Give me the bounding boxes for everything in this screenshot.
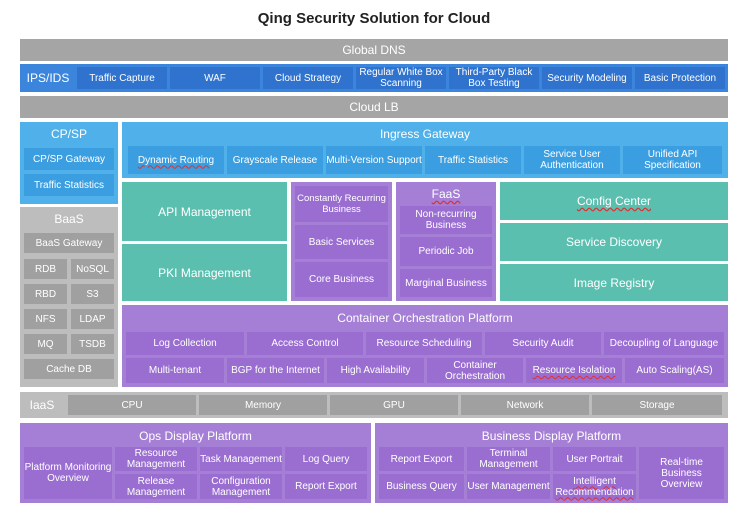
ops-task-management: Task Management [200,447,282,471]
business-user-management: User Management [467,474,550,499]
ops-log-query: Log Query [285,447,367,471]
baas-rdb: RDB [24,259,67,279]
iaas-network: Network [461,395,589,415]
container-bgp-internet: BGP for the Internet [227,358,324,383]
service-constantly-recurring: Constantly Recurring Business [295,186,388,222]
ips-item-security-modeling: Security Modeling [542,67,632,89]
cpsp-traffic-statistics: Traffic Statistics [24,174,114,196]
ops-resource-management: Resource Management [115,447,197,471]
container-resource-scheduling: Resource Scheduling [366,332,482,355]
ops-configuration-management: Configuration Management [200,474,282,499]
ips-item-cloud-strategy: Cloud Strategy [263,67,353,89]
baas-nfs: NFS [24,309,67,329]
business-display-panel: Business Display Platform Report Export … [375,423,728,503]
container-decoupling-language: Decoupling of Language [604,332,724,355]
ingress-title: Ingress Gateway [379,127,471,141]
image-registry-box: Image Registry [500,264,728,301]
faas-title: FaaS [396,186,496,202]
api-management-box: API Management [122,182,287,241]
ips-item-white-box: Regular White Box Scanning [356,67,446,89]
container-security-audit: Security Audit [485,332,601,355]
faas-non-recurring: Non-recurring Business [400,206,492,234]
baas-gateway: BaaS Gateway [24,233,114,253]
cloud-lb-bar: Cloud LB [20,96,728,118]
faas-title-label: FaaS [431,187,461,201]
ips-item-traffic-capture: Traffic Capture [77,67,167,89]
iaas-memory: Memory [199,395,327,415]
pki-management-box: PKI Management [122,244,287,301]
faas-marginal-business: Marginal Business [400,269,492,297]
baas-rbd: RBD [24,284,67,304]
ips-ids-row: IPS/IDS Traffic Capture WAF Cloud Strate… [20,64,728,92]
baas-cache-db: Cache DB [24,359,114,379]
ingress-item-dynamic-routing-label: Dynamic Routing [137,154,215,166]
ops-title: Ops Display Platform [139,429,252,443]
business-terminal-management: Terminal Management [467,447,550,471]
iaas-storage: Storage [592,395,722,415]
iaas-row: IaaS CPU Memory GPU Network Storage [20,392,728,418]
cpsp-panel: CP/SP CP/SP Gateway Traffic Statistics [20,122,118,204]
ops-release-management: Release Management [115,474,197,499]
container-resource-isolation-label: Resource Isolation [532,365,616,376]
ingress-item-grayscale-release: Grayscale Release [227,146,323,174]
baas-ldap: LDAP [71,309,114,329]
ips-item-black-box: Third-Party Black Box Testing [449,67,539,89]
ingress-item-dynamic-routing: Dynamic Routing [128,146,224,174]
business-realtime-overview: Real-time Business Overview [639,447,724,499]
ips-item-basic-protection: Basic Protection [635,67,725,89]
diagram-title: Qing Security Solution for Cloud [257,10,491,27]
ingress-gateway-panel: Ingress Gateway Dynamic Routing Grayscal… [122,122,728,178]
business-intelligent-recommendation: Intelligent Recommendation [553,474,636,499]
ops-display-panel: Ops Display Platform Platform Monitoring… [20,423,371,503]
container-resource-isolation: Resource Isolation [526,358,622,383]
baas-title: BaaS [54,212,84,226]
baas-tsdb: TSDB [71,334,114,354]
config-center-label: Config Center [576,194,652,208]
business-report-export: Report Export [379,447,464,471]
ops-platform-monitoring-overview: Platform Monitoring Overview [24,447,112,499]
container-orchestration: Container Orchestration [427,358,523,383]
container-auto-scaling: Auto Scaling(AS) [625,358,724,383]
services-panel: Constantly Recurring Business Basic Serv… [291,182,392,301]
ingress-item-service-user-auth: Service User Authentication [524,146,620,174]
container-high-availability: High Availability [327,358,424,383]
baas-nosql: NoSQL [71,259,114,279]
ips-item-waf: WAF [170,67,260,89]
container-multi-tenant: Multi-tenant [126,358,224,383]
iaas-gpu: GPU [330,395,458,415]
business-query: Business Query [379,474,464,499]
ips-ids-label: IPS/IDS [26,71,70,85]
iaas-cpu: CPU [68,395,196,415]
config-center-box: Config Center [500,182,728,220]
baas-panel: BaaS BaaS Gateway RDB NoSQL RBD S3 NFS L… [20,207,118,387]
service-core-business: Core Business [295,262,388,297]
cpsp-title: CP/SP [50,127,87,141]
iaas-label: IaaS [29,398,55,412]
service-basic-services: Basic Services [295,225,388,259]
faas-periodic-job: Periodic Job [400,237,492,266]
faas-panel: FaaS Non-recurring Business Periodic Job… [396,182,496,301]
ingress-item-unified-api: Unified API Specification [623,146,722,174]
cpsp-gateway: CP/SP Gateway [24,148,114,170]
ingress-item-traffic-statistics: Traffic Statistics [425,146,521,174]
container-access-control: Access Control [247,332,363,355]
business-user-portrait: User Portrait [553,447,636,471]
business-intelligent-recommendation-label: Intelligent Recommendation [555,475,634,498]
service-discovery-box: Service Discovery [500,223,728,261]
container-title: Container Orchestration Platform [337,311,513,325]
baas-s3: S3 [71,284,114,304]
global-dns-bar: Global DNS [20,39,728,61]
business-title: Business Display Platform [481,429,622,443]
baas-mq: MQ [24,334,67,354]
ops-report-export: Report Export [285,474,367,499]
container-platform-panel: Container Orchestration Platform Log Col… [122,305,728,387]
container-log-collection: Log Collection [126,332,244,355]
ingress-item-multi-version: Multi-Version Support [326,146,422,174]
